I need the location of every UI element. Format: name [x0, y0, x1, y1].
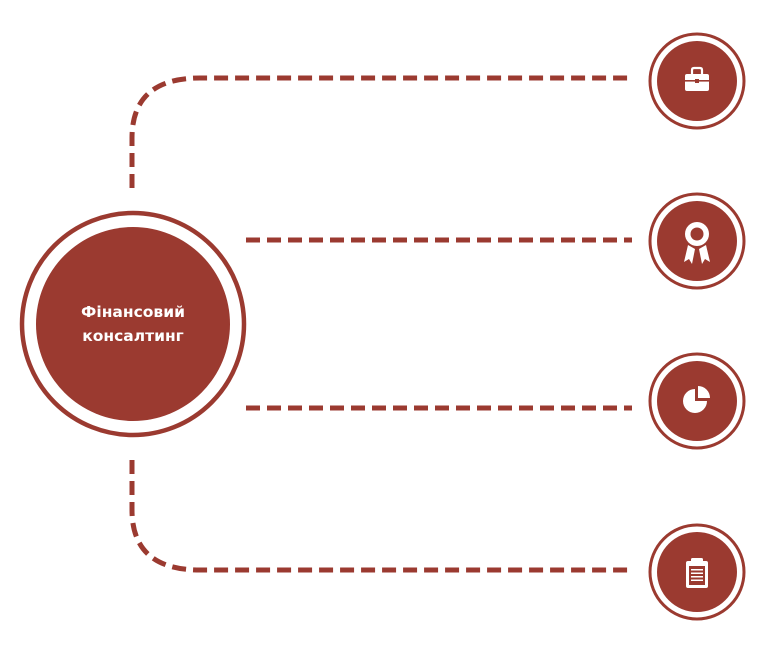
hub-title-line-2: консалтинг — [82, 327, 184, 345]
clipboard-icon — [686, 558, 708, 588]
hub-inner-disc — [36, 227, 230, 421]
connector-top — [129, 75, 632, 188]
node-award — [648, 192, 746, 290]
briefcase-icon — [685, 66, 709, 91]
hub-title: Фінансовий консалтинг — [40, 300, 226, 348]
hub-circle — [19, 210, 247, 438]
node-pie-chart — [648, 352, 746, 450]
node-clipboard — [648, 523, 746, 621]
connector-bottom — [129, 460, 632, 573]
pie-chart-icon — [683, 386, 710, 413]
award-ribbon-icon — [684, 222, 710, 264]
hub-title-line-1: Фінансовий — [81, 303, 185, 321]
connectors — [129, 75, 632, 573]
node-briefcase — [648, 32, 746, 130]
